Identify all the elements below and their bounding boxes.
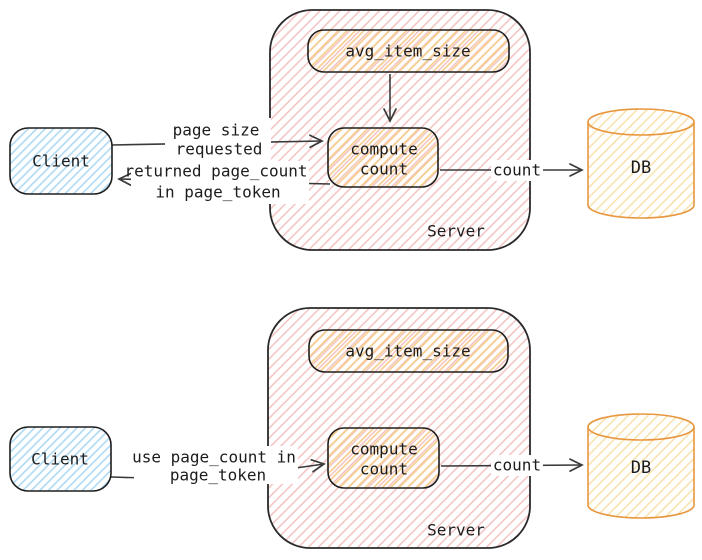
- client-label: Client: [32, 152, 90, 171]
- response-arrow-label-bg: [131, 161, 309, 204]
- request-arrow-label: page size: [173, 121, 260, 140]
- server-label: Server: [427, 521, 485, 540]
- db-cylinder: [587, 413, 695, 519]
- db-label: DB: [631, 158, 651, 178]
- request-arrow-label-bg: [134, 446, 298, 484]
- compute-count-node: [327, 127, 439, 188]
- count-arrow-label-bg: [491, 455, 543, 476]
- compute-count-label: count: [360, 460, 408, 479]
- count-arrow-label-bg: [491, 160, 543, 181]
- avg-item-size-label: avg_item_size: [345, 342, 470, 361]
- diagram-subsequent-request: Server Client avg_item_size compute coun…: [9, 307, 695, 549]
- avg-item-size-node: [307, 29, 510, 73]
- avg-item-size-label: avg_item_size: [345, 42, 470, 61]
- count-arrow-label: count: [493, 456, 541, 475]
- response-arrow-label: returned page_count: [124, 162, 307, 181]
- db-cylinder-top-rim: [587, 426, 695, 441]
- compute-count-label: compute: [350, 440, 417, 459]
- count-arrow-label: count: [493, 161, 541, 180]
- request-arrow-label: use page_count in: [132, 448, 296, 467]
- request-arrow-label-bg: [165, 118, 271, 162]
- client-node: [9, 426, 112, 492]
- compute-count-node: [327, 427, 440, 489]
- client-label: Client: [31, 450, 89, 469]
- client-node: [9, 127, 113, 195]
- compute-count-label: compute: [350, 140, 417, 159]
- server-label: Server: [427, 222, 485, 241]
- db-cylinder-top-rim: [587, 121, 695, 136]
- request-arrow-label: requested: [176, 140, 263, 159]
- db-cylinder: [587, 108, 695, 219]
- compute-count-label: count: [360, 160, 408, 179]
- db-label: DB: [631, 458, 651, 478]
- diagram-first-request: Server Client avg_item_size compute coun…: [9, 9, 695, 251]
- response-arrow-label: in page_token: [155, 183, 280, 202]
- request-arrow-label: page_token: [170, 466, 266, 485]
- avg-item-size-node: [308, 329, 509, 373]
